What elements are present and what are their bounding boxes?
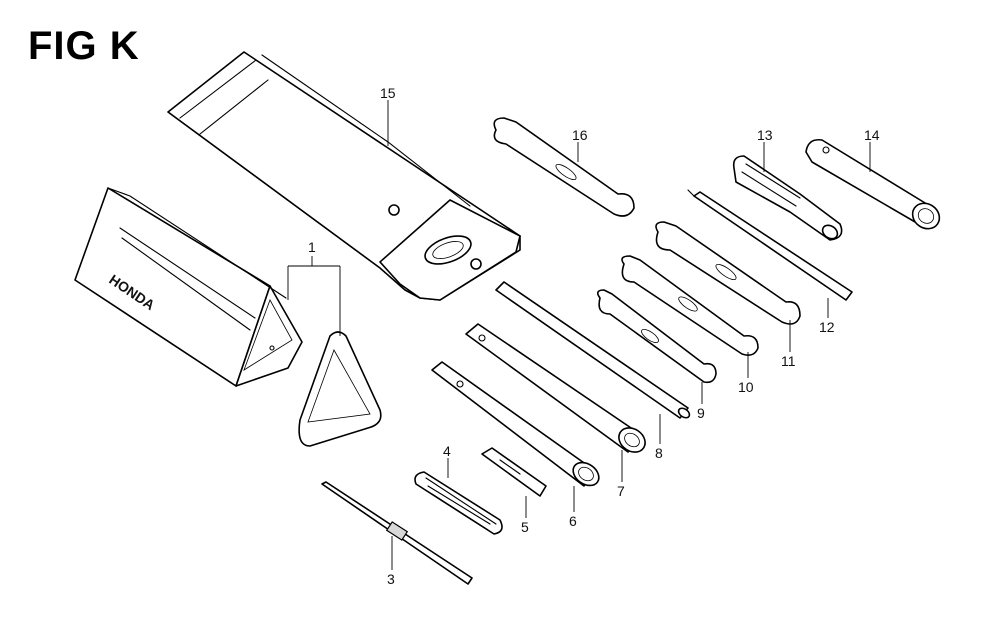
screwdriver <box>321 481 473 585</box>
callout-14: 14 <box>864 127 880 143</box>
callout-4: 4 <box>443 443 451 459</box>
callout-8: 8 <box>655 445 663 461</box>
triangle-grip <box>298 331 382 447</box>
screwdriver-shaft <box>687 189 853 301</box>
callout-5: 5 <box>521 519 529 535</box>
callout-11: 11 <box>781 353 796 369</box>
box-spanner-short <box>431 361 600 487</box>
tool-bag <box>167 51 521 301</box>
wrench-medium <box>621 255 759 356</box>
tool-case <box>74 187 303 387</box>
box-spanner-long <box>465 323 646 453</box>
callout-13: 13 <box>757 127 773 143</box>
callout-12: 12 <box>819 319 835 335</box>
callout-10: 10 <box>738 379 754 395</box>
handle-bar <box>495 281 691 419</box>
callout-3: 3 <box>387 571 395 587</box>
leader-lines <box>287 100 871 570</box>
callout-15: 15 <box>380 85 396 101</box>
screwdriver-bit <box>481 447 547 497</box>
figure-title: FIG K <box>28 24 140 68</box>
socket-wrench <box>805 138 941 230</box>
wrench-large <box>655 221 801 325</box>
callout-7: 7 <box>617 483 625 499</box>
wrench-small <box>596 289 717 384</box>
wrench-flat <box>493 117 635 217</box>
screwdriver-grip <box>414 471 503 535</box>
callout-16: 16 <box>572 127 588 143</box>
callout-9: 9 <box>697 405 705 421</box>
callout-1: 1 <box>308 239 316 255</box>
screwdriver-handle <box>732 155 843 241</box>
callout-6: 6 <box>569 513 577 529</box>
